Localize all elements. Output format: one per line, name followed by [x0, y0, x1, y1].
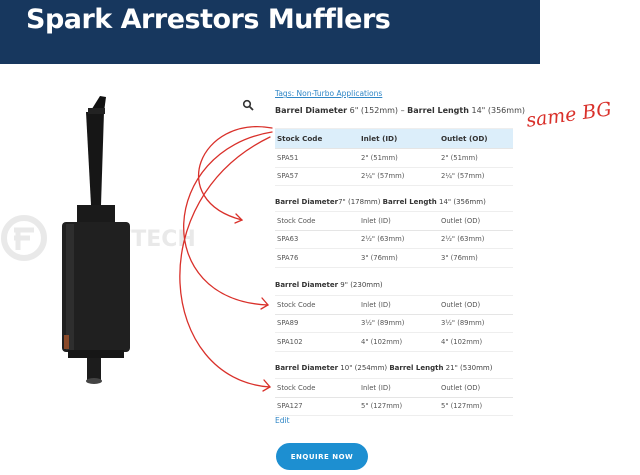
muffler-product-image: FLOWTECH — [1, 96, 196, 384]
table-3-spec: Barrel Diameter 9" (230mm) — [275, 281, 383, 289]
header-spec: Barrel Diameter 6" (152mm) – Barrel Leng… — [275, 106, 525, 115]
table-4-spec: Barrel Diameter 10" (254mm) Barrel Lengt… — [275, 364, 493, 372]
search-icon[interactable] — [242, 99, 254, 111]
enquire-now-button[interactable]: ENQUIRE NOW — [276, 443, 368, 470]
edit-link[interactable]: Edit — [275, 416, 290, 425]
page-banner: Spark Arrestors Mufflers — [0, 0, 540, 64]
page-title: Spark Arrestors Mufflers — [26, 4, 391, 35]
table-2-spec: Barrel Diameter7" (178mm) Barrel Length … — [275, 198, 486, 206]
same-bg-annotation: same BG — [524, 98, 613, 132]
tags-link[interactable]: Tags: Non-Turbo Applications — [275, 89, 383, 98]
